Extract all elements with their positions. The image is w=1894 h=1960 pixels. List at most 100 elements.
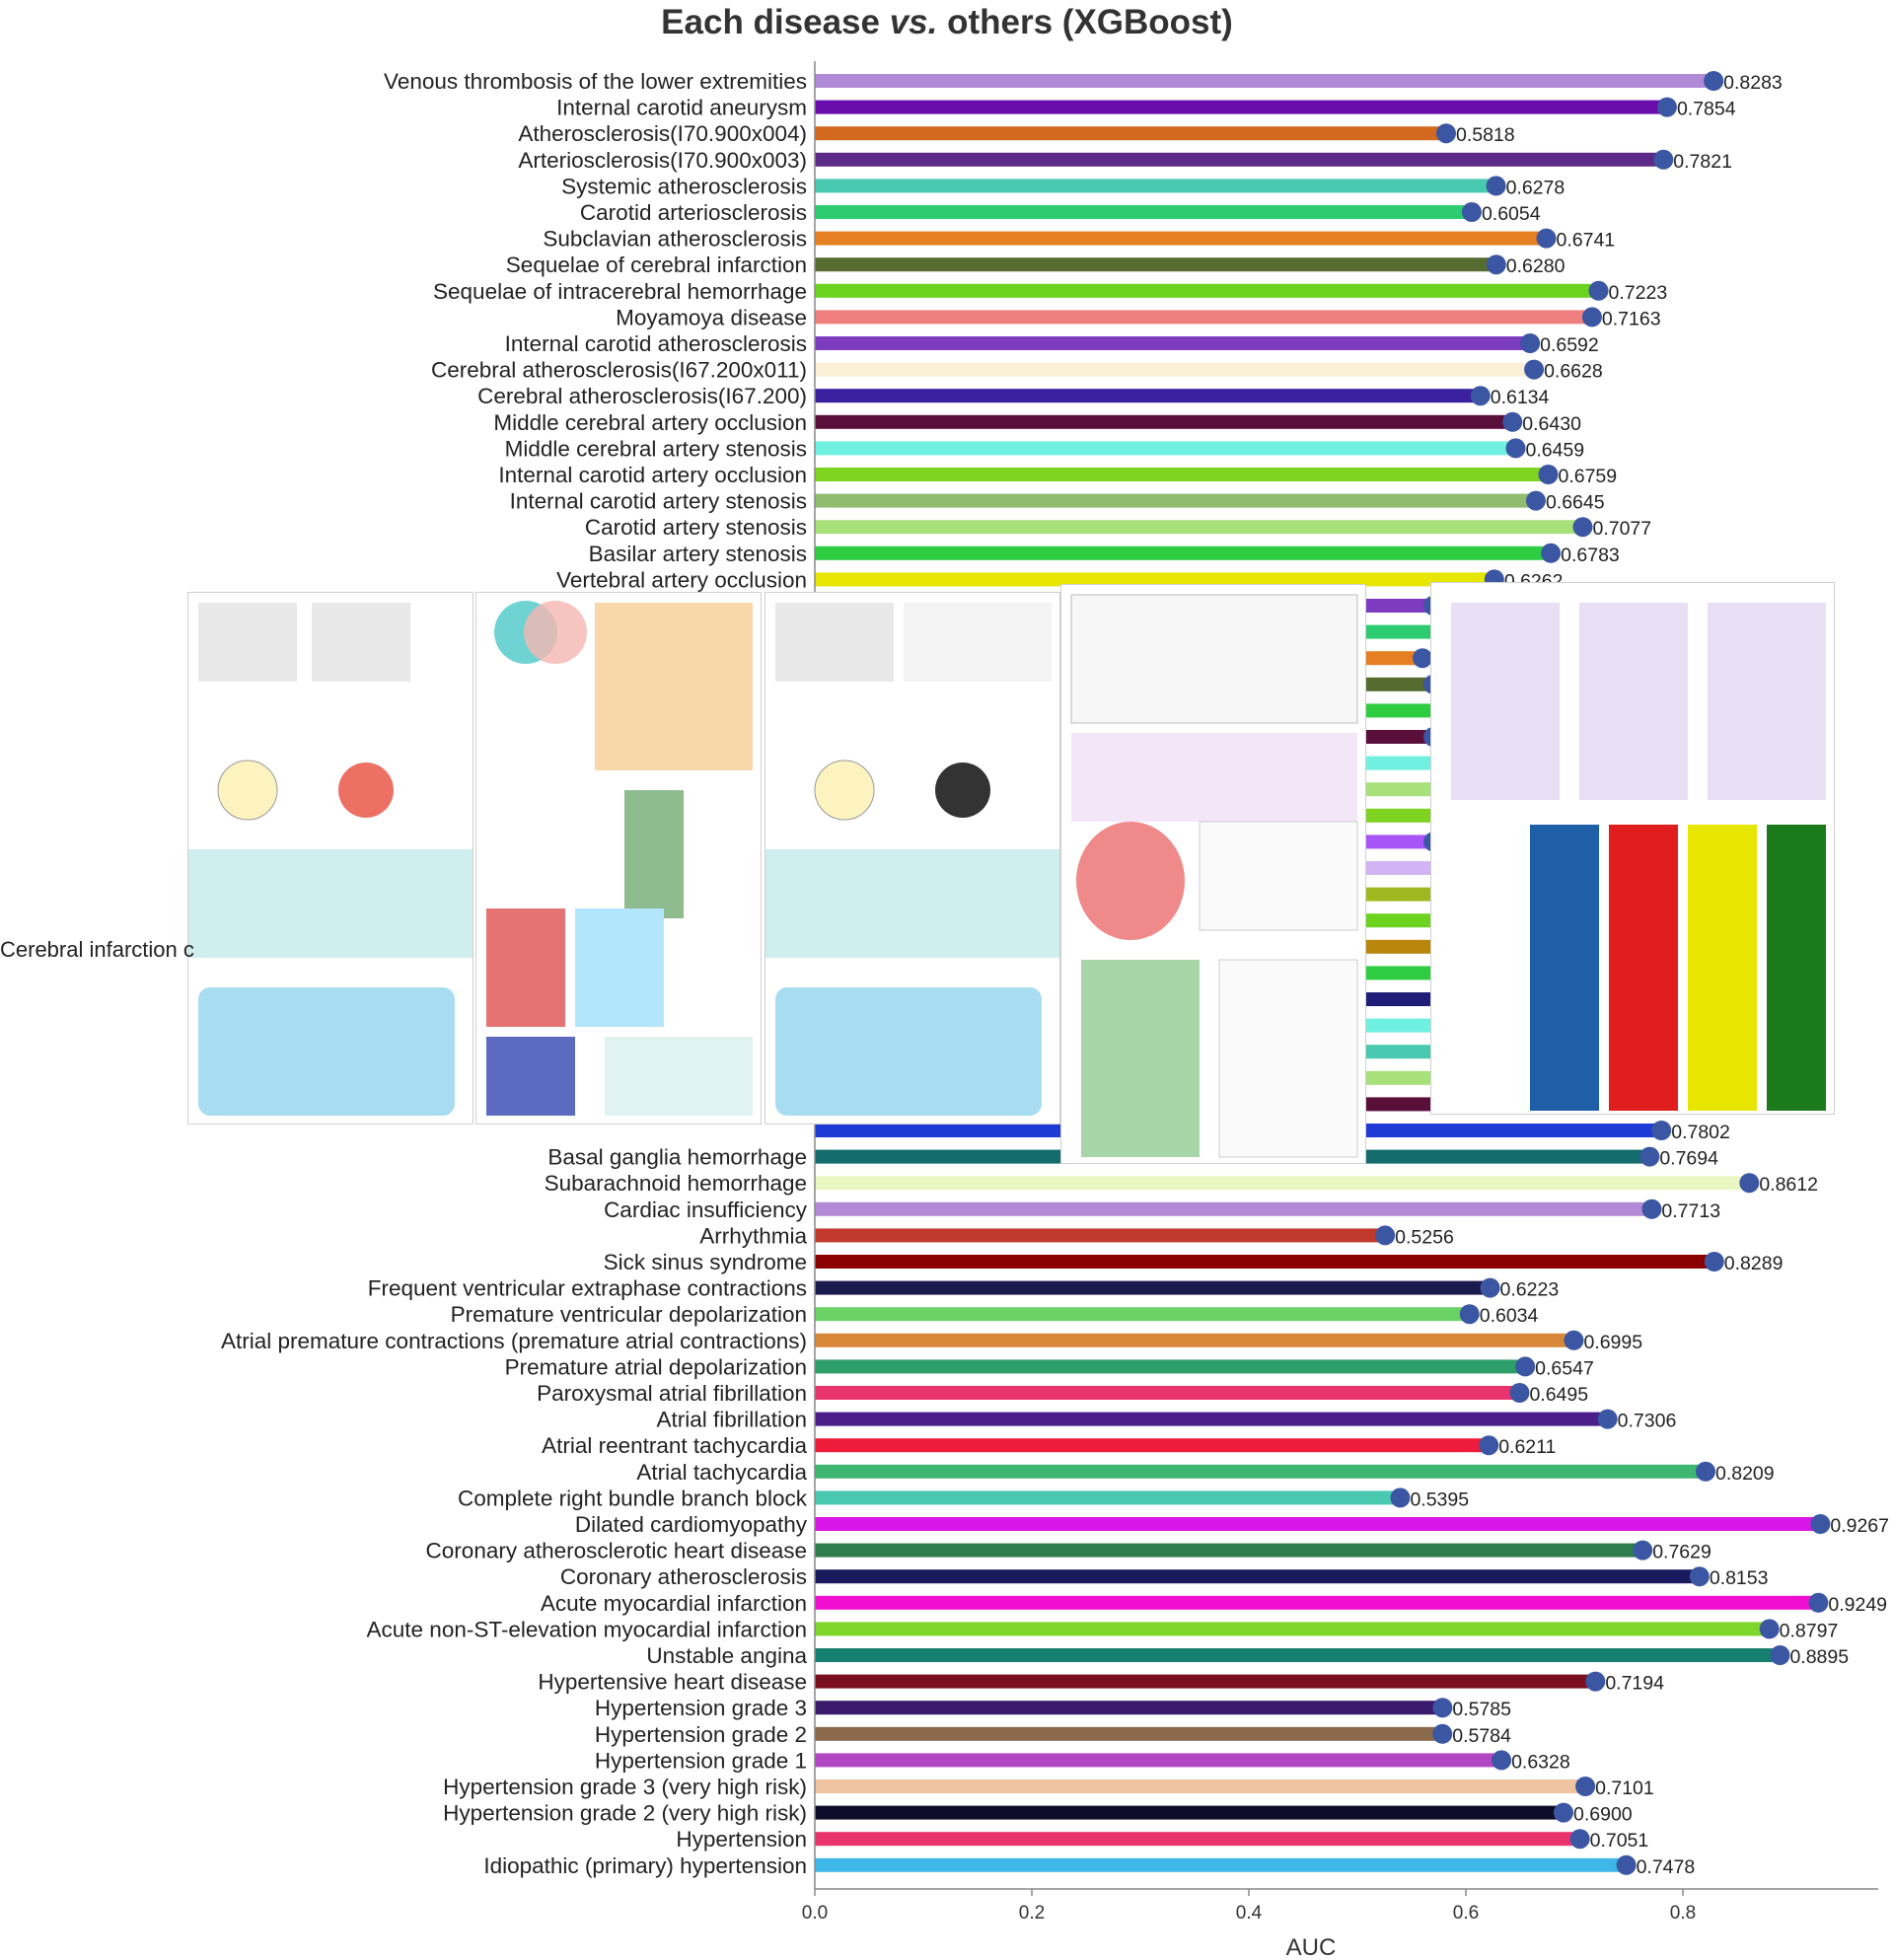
value-label: 0.7713 <box>1661 1200 1720 1222</box>
bar-end-marker <box>1480 1277 1500 1298</box>
inset-figure-center-right <box>1060 584 1366 1164</box>
blot-panel <box>198 603 297 682</box>
inset-right-graphic <box>1451 603 1826 1111</box>
bar <box>815 362 1535 377</box>
bar-end-marker <box>1536 228 1557 249</box>
line-plot-panel <box>1199 821 1358 931</box>
category-label: Carotid artery stenosis <box>585 515 807 540</box>
bar-end-marker <box>1689 1566 1710 1587</box>
bar-end-marker <box>1432 1698 1453 1718</box>
bar <box>815 572 1494 587</box>
value-label: 0.8797 <box>1780 1620 1839 1641</box>
bar-end-marker <box>1810 1514 1831 1534</box>
go-terms-panel <box>1081 960 1200 1157</box>
value-label: 0.6211 <box>1498 1436 1556 1458</box>
bar <box>815 468 1549 481</box>
value-label: 0.5784 <box>1452 1725 1511 1747</box>
category-label: Carotid arteriosclerosis <box>580 200 807 225</box>
category-label: Subarachnoid hemorrhage <box>545 1171 807 1196</box>
bar-end-marker <box>1704 1252 1724 1271</box>
bar <box>815 520 1583 535</box>
bar <box>815 1622 1770 1636</box>
category-label: Basilar artery stenosis <box>589 542 807 566</box>
category-label: Coronary atherosclerosis <box>560 1564 807 1589</box>
category-label: Venous thrombosis of the lower extremiti… <box>384 69 807 94</box>
blot-panel <box>312 603 410 682</box>
bar-end-marker <box>1520 333 1541 353</box>
bar <box>815 1517 1821 1531</box>
value-label: 0.5395 <box>1410 1488 1469 1510</box>
category-label: Atrial premature contractions (premature… <box>221 1329 807 1353</box>
bar <box>815 257 1496 272</box>
bar <box>815 1726 1443 1741</box>
bar <box>815 1595 1819 1610</box>
x-tick-label: 0.6 <box>1453 1903 1479 1924</box>
category-label: Acute non-ST-elevation myocardial infarc… <box>367 1617 807 1641</box>
bar <box>815 1543 1643 1558</box>
bar-end-marker <box>1390 1488 1411 1508</box>
category-label: Hypertensive heart disease <box>538 1670 807 1695</box>
bar-end-marker <box>1651 1121 1672 1140</box>
category-label: Middle cerebral artery stenosis <box>505 436 807 461</box>
network-node <box>217 760 278 821</box>
value-label: 0.6995 <box>1583 1332 1642 1353</box>
bar-end-marker <box>1541 543 1562 563</box>
value-label: 0.6280 <box>1506 255 1566 277</box>
value-label: 0.9249 <box>1828 1594 1887 1616</box>
workflow-panel <box>1070 594 1358 724</box>
bar-end-marker <box>1588 280 1609 301</box>
bar-end-marker <box>1704 71 1724 91</box>
value-label: 0.5785 <box>1452 1699 1511 1720</box>
value-label: 0.7163 <box>1602 308 1661 329</box>
title-prefix: Each disease <box>661 3 890 41</box>
category-label: Hypertension <box>676 1827 807 1851</box>
bar-panel <box>605 1037 753 1116</box>
bar <box>815 126 1446 141</box>
chart-title: Each disease vs. others (XGBoost) <box>0 0 1894 45</box>
category-label: Hypertension grade 1 <box>595 1748 807 1773</box>
bar <box>815 1412 1608 1426</box>
value-label: 0.6547 <box>1535 1357 1594 1379</box>
value-label: 0.6328 <box>1511 1751 1570 1773</box>
bar-end-marker <box>1435 123 1456 144</box>
value-label: 0.8895 <box>1789 1646 1849 1668</box>
bar-end-marker <box>1470 386 1491 406</box>
bar-end-marker <box>1515 1356 1536 1377</box>
inset-figure-center <box>765 592 1060 1125</box>
bar <box>815 1490 1401 1505</box>
inset-center-right-graphic <box>1070 594 1358 1158</box>
bar-end-marker <box>1524 359 1545 380</box>
value-label: 0.6134 <box>1491 387 1550 408</box>
category-label: Moyamoya disease <box>616 305 807 329</box>
shap-panel <box>1579 603 1688 800</box>
value-label: 0.7101 <box>1595 1778 1654 1799</box>
value-label: 0.6459 <box>1525 439 1584 461</box>
bar <box>815 1701 1443 1715</box>
bar-end-marker <box>1585 1671 1606 1692</box>
category-label: Acute myocardial infarction <box>541 1591 807 1616</box>
category-label: Idiopathic (primary) hypertension <box>483 1853 807 1878</box>
category-label: Hypertension grade 2 (very high risk) <box>443 1801 807 1826</box>
category-label: Sick sinus syndrome <box>604 1250 807 1274</box>
bar <box>815 1569 1700 1584</box>
bar <box>815 1333 1574 1347</box>
bubble <box>1076 822 1185 940</box>
value-label: 0.8283 <box>1723 72 1783 94</box>
category-label: Dilated cardiomyopathy <box>575 1512 808 1537</box>
value-label: 0.7802 <box>1671 1122 1730 1143</box>
bar <box>815 100 1667 114</box>
bar-end-marker <box>1633 1540 1653 1561</box>
bar <box>815 179 1496 193</box>
heatmap-panel <box>486 1037 575 1116</box>
bar-panel <box>624 790 684 918</box>
bar <box>815 1176 1750 1191</box>
value-label: 0.7077 <box>1592 518 1651 540</box>
x-axis-label: AUC <box>1286 1934 1337 1960</box>
category-label: Premature atrial depolarization <box>505 1354 807 1379</box>
bar-end-marker <box>1616 1854 1637 1875</box>
bar-end-marker <box>1479 1435 1499 1456</box>
value-label: 0.7629 <box>1652 1542 1712 1563</box>
x-tick-label: 0.4 <box>1236 1903 1263 1924</box>
value-label: 0.6900 <box>1573 1804 1633 1826</box>
shap-panel <box>1451 603 1560 800</box>
